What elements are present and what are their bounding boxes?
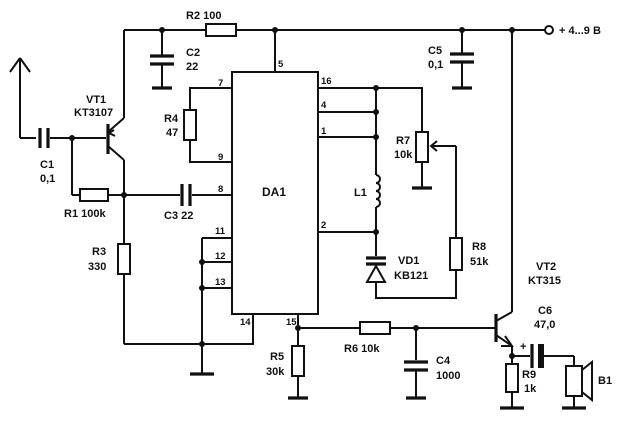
pin-label-9: 9 <box>218 152 223 163</box>
r3-ref: R3 <box>92 246 106 258</box>
capacitor-c2 <box>150 54 174 66</box>
c4-ref: C4 <box>436 355 451 367</box>
junction <box>199 259 205 265</box>
junction <box>373 109 379 115</box>
pin-label-14: 14 <box>240 317 251 328</box>
antenna-icon <box>9 57 31 138</box>
junction <box>69 135 75 141</box>
pin-label-2: 2 <box>321 220 326 231</box>
wire-pin7 <box>189 87 232 110</box>
pin-label-15: 15 <box>286 317 297 328</box>
r3-value: 330 <box>88 261 106 273</box>
wire-r7-top <box>376 87 423 132</box>
capacitor-c1 <box>38 128 50 148</box>
resistor-r4 <box>183 109 197 141</box>
c5-ref: C5 <box>428 45 442 57</box>
speaker-icon <box>565 359 593 403</box>
pin-label-1: 1 <box>321 126 327 137</box>
r1-label: R1 100k <box>64 208 106 220</box>
r4-ref: R4 <box>164 113 179 125</box>
r6-label: R6 10k <box>344 343 380 355</box>
r8-value: 51k <box>470 256 489 268</box>
r5-value: 30k <box>266 366 285 378</box>
r2-label: R2 100 <box>186 10 221 22</box>
r7-ref: R7 <box>396 135 410 147</box>
junction <box>199 285 205 291</box>
pin-label-16: 16 <box>321 76 332 87</box>
pnp-transistor-vt1 <box>106 30 125 195</box>
pin-label-7: 7 <box>218 78 223 89</box>
r9-value: 1k <box>524 383 537 395</box>
junction <box>509 27 515 33</box>
resistor-r1 <box>79 188 109 202</box>
r9-ref: R9 <box>522 369 536 381</box>
varicap-icon <box>365 256 387 283</box>
c2-ref: C2 <box>186 47 200 59</box>
resistor-r8 <box>449 237 463 271</box>
vd1-value: KB121 <box>394 270 428 282</box>
c6-ref: C6 <box>538 305 552 317</box>
vt1-ref: VT1 <box>86 94 106 106</box>
junction <box>373 229 379 235</box>
c6-value: 47,0 <box>534 319 555 331</box>
junction <box>373 134 379 140</box>
c5-value: 0,1 <box>428 59 443 71</box>
electrolytic-capacitor-icon <box>530 344 544 368</box>
wire-pin14 <box>202 314 254 345</box>
wire-vd1-bottom <box>375 270 457 299</box>
l1-ref: L1 <box>354 187 367 199</box>
pin-label-11: 11 <box>215 226 226 237</box>
r5-ref: R5 <box>270 351 284 363</box>
supply-label: + 4...9 B <box>559 25 601 37</box>
capacitor-c5 <box>450 52 474 64</box>
c6-polarity: + <box>520 341 526 353</box>
c3-label: C3 22 <box>164 210 193 222</box>
junction <box>272 27 278 33</box>
resistor-r6 <box>359 321 391 335</box>
pin-label-4: 4 <box>321 100 327 111</box>
b1-ref: B1 <box>598 375 612 387</box>
resistor-r2 <box>205 23 237 37</box>
pin-label-13: 13 <box>215 277 226 288</box>
resistor-r5 <box>291 345 305 377</box>
ic-da1-body <box>231 71 319 315</box>
vd1-ref: VD1 <box>398 255 419 267</box>
c2-value: 22 <box>186 61 198 73</box>
r7-value: 10k <box>394 149 413 161</box>
capacitor-c3 <box>180 184 192 206</box>
c1-value: 0,1 <box>40 173 55 185</box>
r4-value: 47 <box>166 127 178 139</box>
r8-ref: R8 <box>472 241 486 253</box>
pin-label-5: 5 <box>278 59 284 70</box>
ic-da1-label: DA1 <box>262 185 286 199</box>
potentiometer-icon <box>415 131 456 163</box>
wire-pin15 <box>297 314 360 329</box>
pin-label-8: 8 <box>218 184 223 195</box>
pin-label-12: 12 <box>215 251 226 262</box>
inductor-icon <box>375 174 381 208</box>
c4-value: 1000 <box>436 370 460 382</box>
vt2-ref: VT2 <box>536 261 556 273</box>
junction <box>459 27 465 33</box>
vt2-value: KT315 <box>528 275 561 287</box>
npn-transistor-vt2 <box>494 311 514 347</box>
junction <box>159 27 165 33</box>
resistor-r9 <box>505 363 519 393</box>
vt1-value: KT3107 <box>74 107 113 119</box>
resistor-r3 <box>117 243 131 275</box>
capacitor-c4 <box>404 360 428 372</box>
c1-ref: C1 <box>40 159 54 171</box>
supply-terminal <box>544 25 554 35</box>
wire-pin9 <box>189 140 232 163</box>
